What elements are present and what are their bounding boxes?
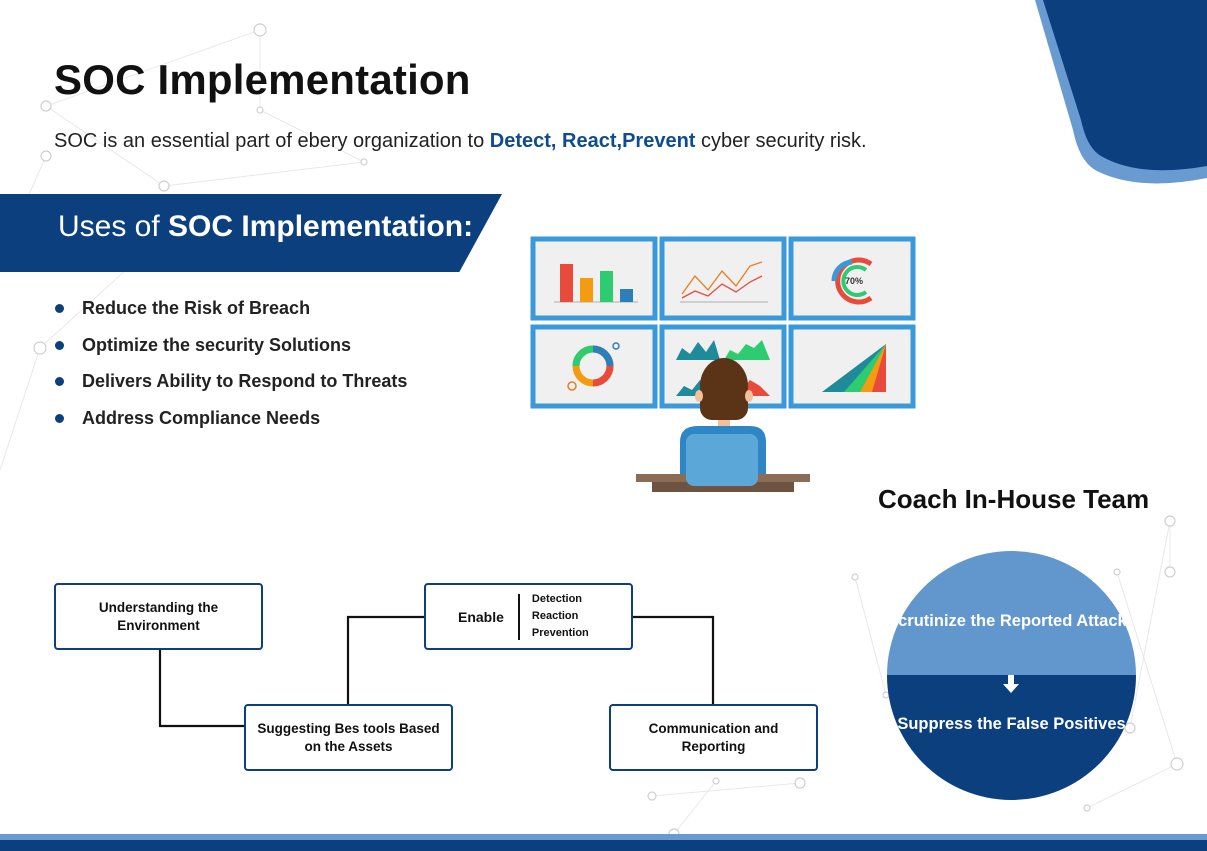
suggesting-tools-box: Suggesting Bes tools Based on the Assets [244, 704, 453, 771]
suggesting-tools-label: Suggesting Bes tools Based on the Assets [257, 720, 440, 754]
page-subtitle: SOC is an essential part of ebery organi… [54, 130, 867, 153]
list-item: Address Compliance Needs [52, 406, 407, 443]
coach-title: Coach In-House Team [878, 484, 1150, 514]
communication-reporting-label: Communication and Reporting [648, 720, 779, 754]
suppress-label: Suppress the False Positives [897, 715, 1126, 733]
subtitle-highlight: Detect, React,Prevent [489, 130, 696, 152]
uses-banner [0, 194, 502, 272]
gauge-icon: 70% [831, 257, 873, 305]
enable-box: Enable Detection Reaction Prevention [424, 583, 633, 650]
enable-item-reaction: Reaction [531, 610, 579, 622]
line-chart-icon [680, 261, 768, 303]
communication-reporting-box: Communication and Reporting [609, 704, 818, 771]
understanding-environment-box: Understanding the Environment [54, 583, 263, 650]
uses-heading-prefix: Uses of [58, 210, 169, 243]
coach-circle: Scrutinize the Reported Attacks Suppress… [887, 551, 1136, 800]
subtitle-text-end: cyber security risk. [695, 130, 867, 152]
bullet-icon [55, 304, 64, 313]
corner-decoration [1035, 0, 1207, 184]
coach-circle-top [887, 551, 1136, 675]
analyst-figure [680, 358, 766, 486]
list-item: Optimize the security Solutions [52, 333, 407, 370]
coach-circle-bottom [887, 675, 1136, 800]
bar-chart-icon [554, 264, 638, 303]
page-title: SOC Implementation [54, 56, 471, 103]
enable-divider [517, 593, 520, 640]
uses-heading: Uses of SOC Implementation: [58, 210, 473, 244]
enable-list: Detection Reaction Prevention [532, 591, 589, 642]
list-item: Reduce the Risk of Breach [52, 296, 407, 333]
desk-base [652, 482, 794, 492]
bullet-icon [55, 413, 64, 423]
scrutinize-label: Scrutinize the Reported Attacks [887, 612, 1136, 630]
understanding-environment-label: Understanding the Environment [98, 599, 219, 633]
bullet-icon [55, 340, 64, 350]
list-item-label: Reduce the Risk of Breach [82, 298, 311, 318]
list-item: Delivers Ability to Respond to Threats [52, 369, 407, 406]
uses-list: Reduce the Risk of Breach Optimize the s… [52, 296, 407, 442]
list-item-label: Delivers Ability to Respond to Threats [82, 371, 408, 391]
soc-analyst-illustration: 70% [530, 236, 916, 492]
subtitle-text: SOC is an essential part of ebery organi… [54, 130, 490, 152]
footer-stripe-light [0, 834, 1207, 840]
growth-chart-icon [822, 344, 886, 392]
donut-icon [567, 342, 620, 391]
footer-stripe-dark [0, 840, 1207, 851]
enable-item-prevention: Prevention [531, 627, 589, 639]
enable-label: Enable [458, 608, 504, 625]
list-item-label: Optimize the security Solutions [82, 334, 352, 355]
enable-item-detection: Detection [531, 593, 583, 605]
gauge-label: 70% [845, 276, 863, 286]
uses-heading-bold: SOC Implementation: [168, 210, 474, 243]
list-item-label: Address Compliance Needs [82, 407, 321, 428]
arrow-down-icon [1003, 675, 1019, 693]
bullet-icon [55, 377, 64, 386]
